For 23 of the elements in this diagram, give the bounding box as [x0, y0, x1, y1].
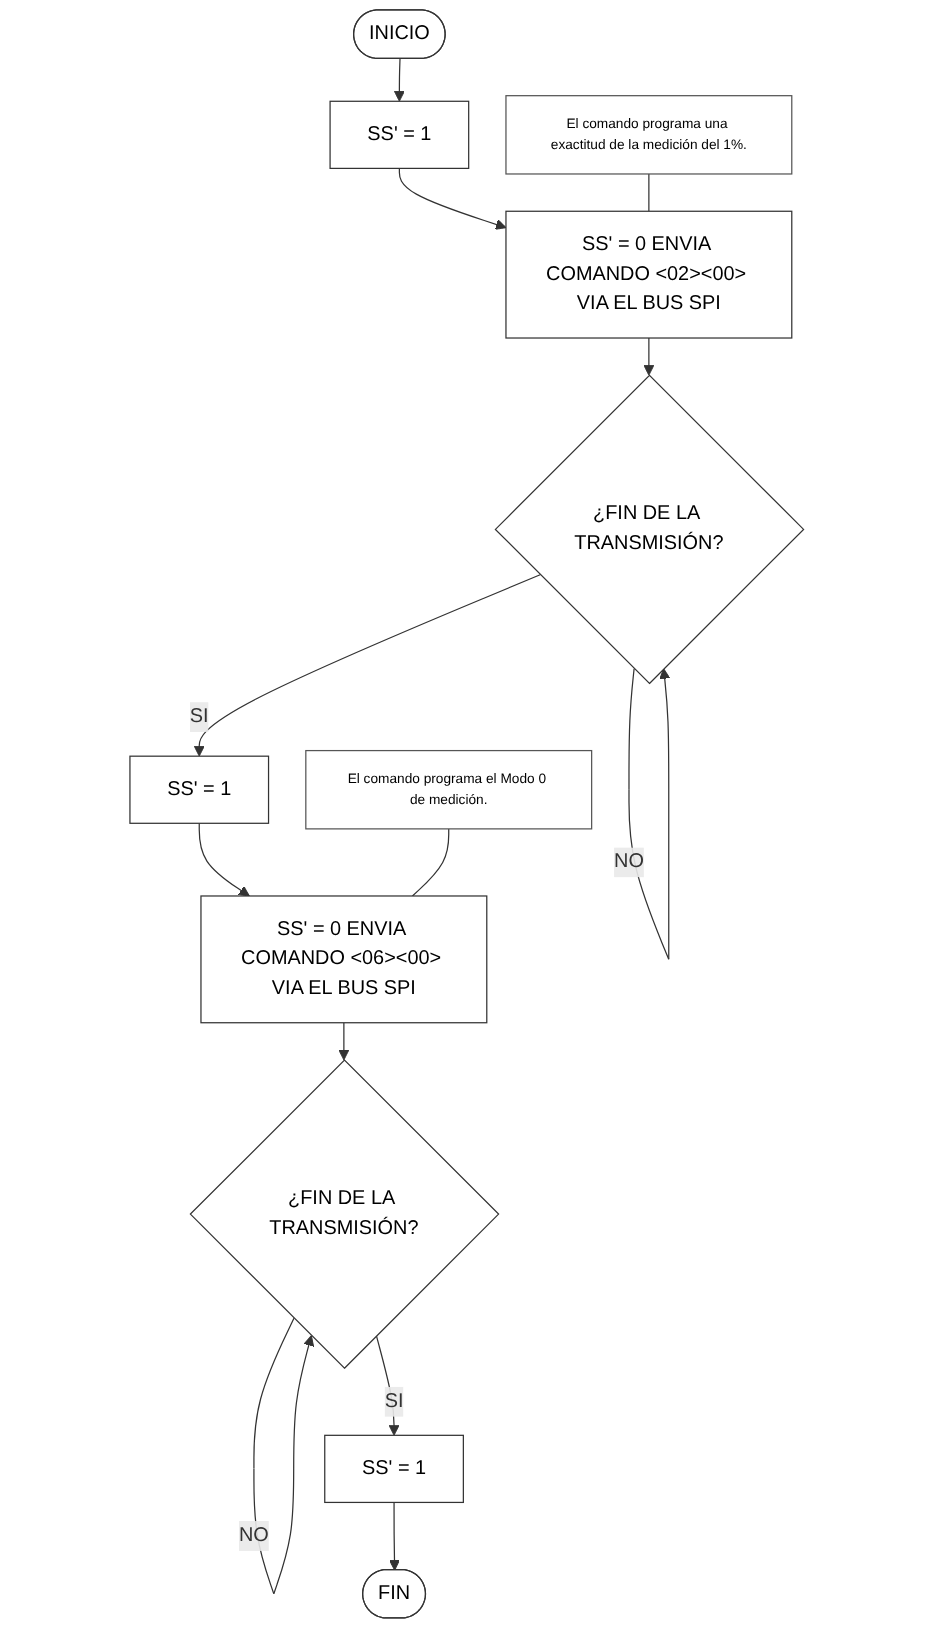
- node-box: SS' = 0 ENVIA COMANDO <06><00> VIA EL BUS SPI: [200, 895, 488, 1024]
- connector: [648, 173, 650, 212]
- connector: [412, 828, 450, 897]
- arrow: [194, 574, 541, 757]
- arrow: [376, 1335, 400, 1436]
- edge-label: SI: [190, 705, 209, 727]
- edge-label: NO: [614, 851, 645, 873]
- arrow: [338, 1022, 350, 1061]
- arrow: [253, 1317, 315, 1595]
- arrow: [394, 58, 406, 102]
- edge-label: NO: [239, 1524, 270, 1546]
- arrow: [628, 668, 671, 960]
- node-box: SS' = 1: [329, 100, 470, 169]
- edge-label: SI: [384, 1390, 404, 1412]
- node-diamond: ¿FIN DE LA TRANSMISIÓN?: [189, 1059, 500, 1370]
- arrow: [399, 167, 507, 230]
- node-box: SS' = 1: [129, 755, 270, 824]
- node-box: SS' = 1: [324, 1434, 465, 1504]
- arrow: [389, 1501, 401, 1571]
- node-box: SS' = 0 ENVIA COMANDO <02><00> VIA EL BUS SPI: [505, 210, 793, 339]
- arrow: [198, 822, 250, 897]
- node-diamond: ¿FIN DE LA TRANSMISIÓN?: [494, 374, 805, 685]
- arrow: [643, 337, 655, 376]
